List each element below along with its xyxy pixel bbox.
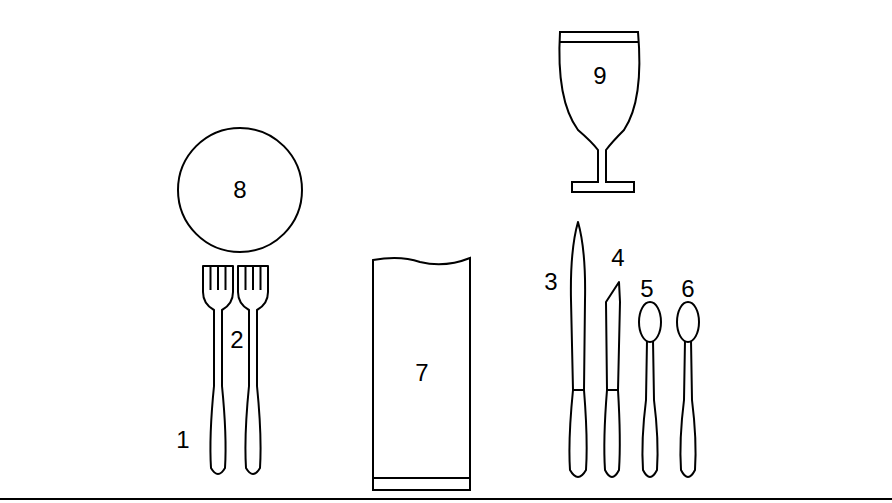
glass-shape: 9 [556,28,644,196]
spoon [639,302,661,477]
callout-number: 3 [544,270,557,294]
callout-number: 5 [640,277,653,301]
knife [569,222,586,477]
rule-line [0,498,892,500]
fork [203,266,233,474]
napkin-shape: 7 [372,254,472,492]
callout-number: 9 [593,64,606,88]
callout-number: 1 [176,428,189,452]
callout-number: 2 [230,328,243,352]
plate-circle: 8 [177,127,303,253]
callout-number: 6 [681,277,694,301]
fork [238,266,268,474]
spoon [677,302,699,477]
callout-number: 7 [415,361,428,385]
callout-number: 8 [233,178,246,202]
callout-number: 4 [611,246,624,270]
node-outline [556,28,644,196]
knife [604,282,620,477]
